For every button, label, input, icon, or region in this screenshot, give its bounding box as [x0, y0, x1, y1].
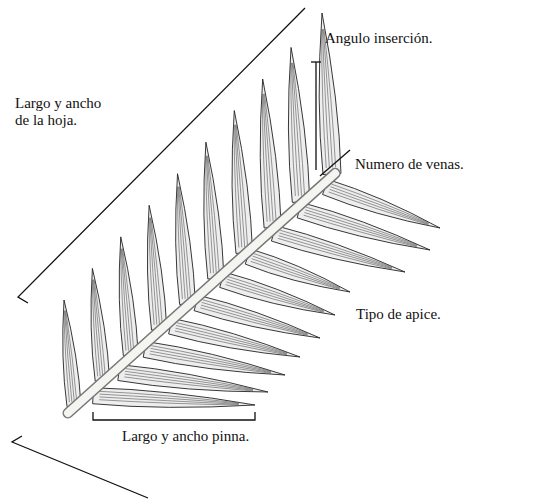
pinna	[91, 268, 110, 381]
pinna-vein	[208, 156, 219, 273]
pinna	[232, 111, 253, 254]
pinna-vein	[125, 371, 253, 389]
pinna-vein	[123, 249, 134, 350]
pinna	[63, 300, 81, 407]
leaf-width-bracket	[12, 436, 148, 498]
pinna	[288, 47, 309, 202]
pinna-vein	[150, 218, 159, 325]
pinna-vein	[99, 397, 238, 404]
pinna	[93, 388, 255, 408]
pinna-vein	[176, 325, 287, 353]
pinna-vein	[65, 311, 72, 402]
pinna-vein	[324, 29, 336, 167]
pinna-vein	[151, 348, 271, 372]
pinna-vein	[203, 300, 308, 334]
pinna-vein	[264, 94, 273, 222]
pinna-vein	[292, 63, 301, 196]
pinna-vein	[279, 233, 392, 268]
angle-line	[315, 62, 316, 170]
brackets	[12, 8, 350, 498]
pinna-vein	[100, 394, 239, 403]
pinna-vein	[122, 249, 131, 351]
pinna-vein	[124, 377, 253, 391]
pinnae-group	[63, 13, 440, 407]
pinna-vein	[179, 187, 188, 299]
pinna-vein	[125, 369, 253, 389]
pinna	[118, 365, 268, 392]
pinna-bracket	[93, 412, 255, 420]
pinna-vein	[323, 29, 332, 167]
part-label: Angulo inserción.	[325, 30, 432, 47]
rachis	[68, 173, 335, 413]
pinna-vein	[236, 125, 247, 247]
pinna	[176, 174, 196, 305]
pinna-vein	[93, 280, 100, 376]
pinna-vein	[254, 253, 341, 287]
pinna-vein	[228, 277, 324, 311]
pinna-vein	[150, 351, 271, 372]
pinna-vein	[279, 236, 392, 269]
pinna-vein	[125, 374, 253, 390]
pinna-vein	[179, 187, 190, 299]
pinna-vein	[94, 280, 103, 376]
pinna	[260, 79, 281, 228]
pinna-vein	[253, 256, 340, 288]
part-label: Largo y ancho pinna.	[122, 428, 249, 445]
angle-line	[320, 150, 350, 176]
pinna	[147, 205, 166, 330]
pinna-vein	[293, 63, 305, 196]
pinna-vein	[151, 218, 162, 325]
part-label: Largo y ancho de la hoja.	[15, 95, 115, 129]
pinna	[204, 142, 224, 279]
pinna-vein	[94, 280, 105, 376]
pinna-vein	[207, 156, 216, 273]
leaf-length-bracket	[18, 8, 305, 303]
pinna-vein	[151, 346, 271, 372]
pinna-vein	[265, 94, 276, 221]
rachis-group	[68, 173, 335, 413]
pinna-vein	[65, 311, 74, 402]
rachis-fill	[68, 173, 335, 413]
pinna-vein	[280, 230, 392, 267]
pinna-vein	[278, 238, 392, 269]
pinna	[119, 237, 138, 356]
part-label: Tipo de apice.	[356, 306, 441, 323]
pinna-vein	[66, 311, 77, 402]
pinna-vein	[99, 400, 238, 405]
pinna-vein	[177, 323, 288, 353]
angle-tick	[311, 61, 321, 62]
pinna-vein	[252, 259, 340, 289]
pinna-vein	[235, 125, 244, 247]
part-label: Numero de venas.	[355, 156, 464, 173]
pinna-vein	[227, 279, 324, 311]
